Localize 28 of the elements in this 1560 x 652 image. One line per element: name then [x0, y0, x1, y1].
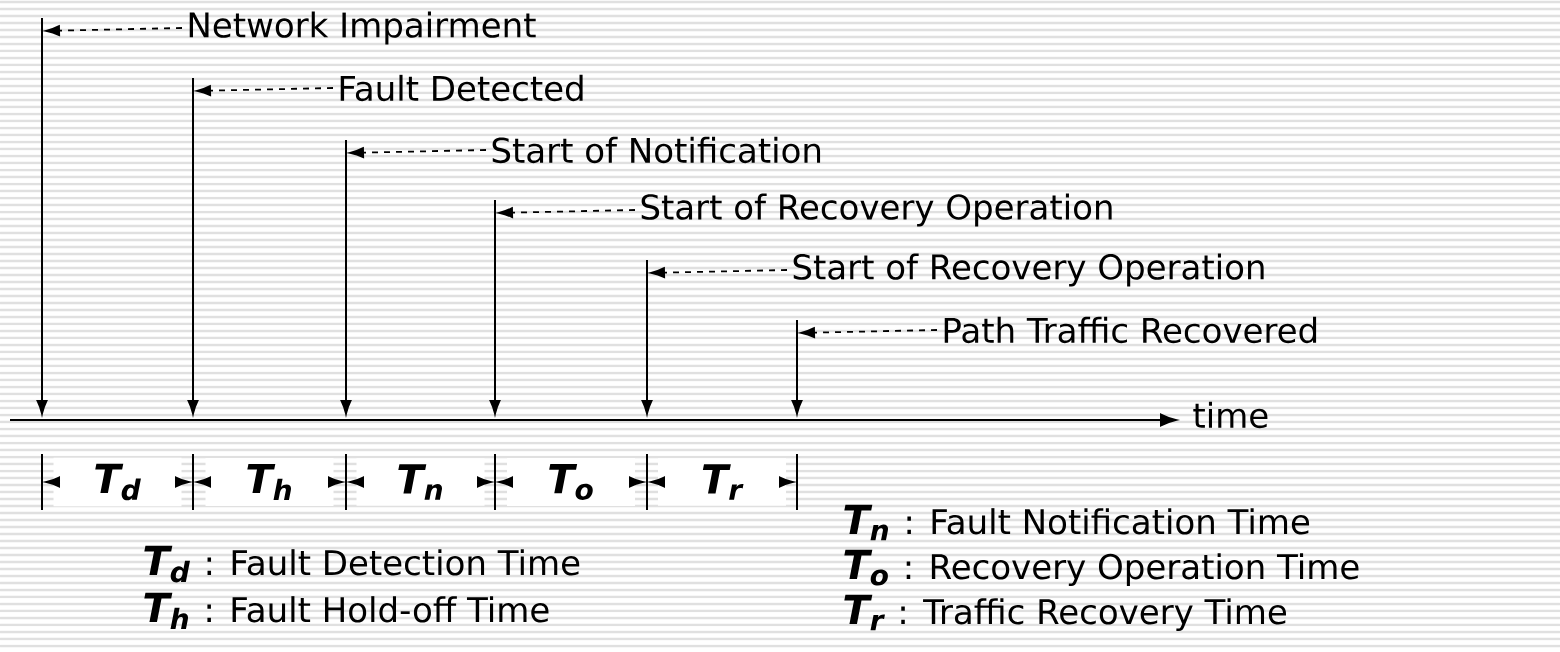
dimension-label: T$_{n}$: [356, 458, 485, 506]
symbol: T$_{o}$: [844, 549, 888, 586]
symbol: T$_{r}$: [844, 594, 885, 631]
definition-text: : Traffic Recovery Time: [901, 598, 1286, 632]
event-label: Network Impairment: [189, 11, 536, 45]
dimension-label: T$_{h}$: [205, 457, 334, 507]
definition-text: : Fault Notification Time: [907, 508, 1310, 535]
definition-text: : Fault Detection Time: [207, 549, 580, 576]
symbol: T$_{d}$: [144, 545, 190, 583]
symbol: T$_{h}$: [144, 592, 188, 629]
leader-arrow: [349, 147, 487, 159]
dimension-label: T$_{o}$: [507, 458, 635, 506]
definition-text: : Fault Hold-off Time: [207, 596, 549, 623]
event-label: Start of Recovery Operation: [641, 193, 1112, 227]
event-label: Fault Detected: [340, 74, 583, 102]
leader-arrow: [800, 327, 938, 339]
leader-arrow: [45, 25, 183, 37]
event-label: Start of Notification: [492, 136, 821, 164]
event-label: Path Traffic Recovered: [944, 316, 1317, 344]
dimension-label: T$_{d}$: [53, 457, 182, 507]
dimension-label: T$_{r}$: [658, 458, 786, 506]
leader-arrow: [650, 267, 788, 279]
definition-text: : Recovery Operation Time: [906, 553, 1359, 587]
axis-label: time: [1193, 401, 1268, 429]
event-label: Start of Recovery Operation: [793, 253, 1264, 287]
symbol: T$_{n}$: [844, 504, 888, 541]
leader-arrow: [196, 85, 334, 97]
leader-arrow: [498, 207, 636, 219]
